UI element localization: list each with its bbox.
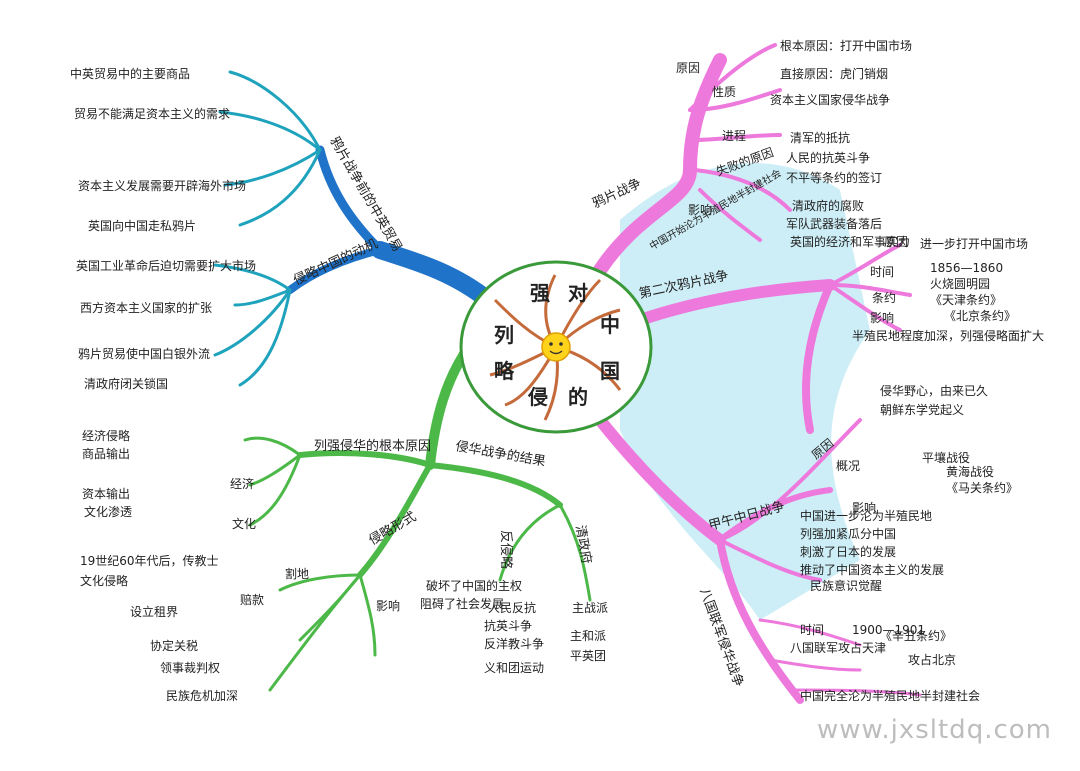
center-char-4: 国 <box>600 359 620 383</box>
green-labels: 列强侵华的根本原因 经济侵略 商品输出 资本输出 经济 文化渗透 文化 19世纪… <box>80 428 608 703</box>
opium-failure-item-2: 英国的经济和军事实力 <box>790 234 910 249</box>
forms-item-4: 领事裁判权 <box>160 661 220 675</box>
center-node: 列 强 对 中 国 的 侵 略 <box>459 260 653 434</box>
opium-failure-item-0: 清政府的腐败 <box>792 198 864 213</box>
opium-cause-direct: 直接原因：虎门销烟 <box>780 66 888 81</box>
opium-impact-label: 影响 <box>688 202 712 217</box>
sino-japanese-process-2: 《马关条约》 <box>946 480 1018 495</box>
center-char-1: 强 <box>530 281 550 305</box>
eight-nation-treaty: 《辛丑条约》 <box>880 628 952 643</box>
opium-nature-text: 资本主义国家侵华战争 <box>770 92 890 107</box>
eight-nation-time-text: 1900—1901 <box>852 623 925 637</box>
forms-item-0: 割地 <box>285 566 309 581</box>
second-opium-impact-text: 半殖民地程度加深，列强侵略面扩大 <box>852 328 1044 343</box>
reasons-cultural-label: 文化渗透 <box>84 504 132 519</box>
opium-process-item-1: 人民的抗英斗争 <box>786 150 870 165</box>
reasons-econ-item-1: 资本输出 <box>82 486 130 501</box>
response-gov-item-1: 主和派 <box>570 629 606 643</box>
motive-title: 侵略中国的动机 <box>291 236 380 289</box>
reasons-econ-item-0: 商品输出 <box>82 446 130 461</box>
sino-japanese-impact-1: 列强加紧瓜分中国 <box>800 526 896 541</box>
response-people-label: 人民反抗 <box>488 600 536 615</box>
opium-process-label: 进程 <box>722 128 746 143</box>
opium-process-item-2: 不平等条约的签订 <box>786 170 882 185</box>
second-opium-treaty-0: 《天津条约》 <box>930 292 1002 307</box>
opium-failure-item-1: 军队武器装备落后 <box>786 216 882 231</box>
motive-item-1: 西方资本主义国家的扩张 <box>80 300 212 315</box>
response-item-0: 平英团 <box>570 649 606 663</box>
eight-nation-event-1: 八国联军攻占天津 <box>790 640 886 655</box>
forms-item-2: 设立租界 <box>130 604 178 619</box>
second-opium-time-label: 时间 <box>870 265 894 279</box>
forms-sub-2-item-2: 民族危机加深 <box>166 689 238 703</box>
sino-japanese-impact-2: 刺激了日本的发展 <box>800 544 896 559</box>
forms-item-3: 协定关税 <box>150 638 198 653</box>
blue-labels: 鸦片战争前的中英贸易 中英贸易中的主要商品 贸易不能满足资本主义的需求 资本主义… <box>70 66 405 391</box>
center-char-2: 对 <box>568 281 588 305</box>
second-opium-cause-label: 原因 <box>884 235 908 249</box>
motive-item-0: 英国工业革命后迫切需要扩大市场 <box>76 258 256 273</box>
response-gov-item-0: 主战派 <box>572 601 608 615</box>
second-opium-event-0: 火烧圆明园 <box>930 277 990 291</box>
sino-japanese-impact-3: 推动了中国资本主义的发展 <box>800 562 944 577</box>
reasons-item-2: 文化 <box>232 516 256 531</box>
trade-item-0: 中英贸易中的主要商品 <box>70 66 190 81</box>
sino-japanese-process-1: 黄海战役 <box>946 464 994 479</box>
green-branch <box>243 340 592 692</box>
reasons-cultural-item-0: 19世纪60年代后，传教士 <box>80 553 219 568</box>
forms-sub-2-item-0: 破坏了中国的主权 <box>426 578 522 593</box>
response-gov-label: 清政府 <box>572 524 594 565</box>
center-char-6: 侵 <box>527 385 548 409</box>
reasons-cultural-item-1: 文化侵略 <box>80 573 128 588</box>
second-opium-treaty-1: 《北京条约》 <box>944 308 1016 323</box>
trade-item-2: 资本主义发展需要开辟海外市场 <box>78 178 246 193</box>
response-people-item-1: 反洋教斗争 <box>484 636 544 651</box>
opium-cause-root: 根本原因：打开中国市场 <box>780 38 912 53</box>
second-opium-treaty-label: 条约 <box>872 290 896 305</box>
sino-japanese-process-0: 平壤战役 <box>922 450 970 465</box>
opium-cause-label: 原因 <box>676 61 700 75</box>
second-opium-time-text: 1856—1860 <box>930 261 1003 275</box>
eight-nation-event-2: 攻占北京 <box>908 652 956 667</box>
forms-sub-2-item-1: 阻碍了社会发展 <box>420 596 504 611</box>
forms-sub-2-label: 影响 <box>376 598 400 613</box>
motive-item-2: 鸦片贸易使中国白银外流 <box>78 346 210 361</box>
opium-nature-label: 性质 <box>712 85 736 99</box>
center-char-3: 中 <box>600 313 620 337</box>
blue-branch <box>213 70 497 387</box>
forms-sub-1-label: 侵略形式 <box>366 509 419 549</box>
reasons-item-1: 经济 <box>230 476 254 491</box>
center-char-7: 略 <box>494 359 515 383</box>
second-opium-impact-label: 影响 <box>870 310 894 325</box>
forms-title: 侵华战争的结果 <box>454 438 546 470</box>
motive-item-3: 清政府闭关锁国 <box>84 376 168 391</box>
center-char-0: 列 <box>494 323 514 347</box>
response-people-item-0: 抗英斗争 <box>484 618 532 633</box>
pink-branch <box>593 43 922 704</box>
forms-item-1: 赔款 <box>240 592 264 607</box>
response-people-item-2: 义和团运动 <box>484 661 544 675</box>
sun-icon <box>541 332 571 362</box>
opium-war-title: 鸦片战争 <box>590 175 644 211</box>
trade-item-3: 英国向中国走私鸦片 <box>88 218 196 233</box>
response-title: 反侵略 <box>498 530 514 569</box>
sino-japanese-process-label: 概况 <box>836 459 860 473</box>
watermark: www.jxsltdq.com <box>816 715 1052 745</box>
reasons-title: 列强侵华的根本原因 <box>314 438 431 454</box>
sino-japanese-cause-2: 朝鲜东学党起义 <box>880 402 964 417</box>
sino-japanese-cause-1: 侵华野心，由来已久 <box>880 383 988 398</box>
reasons-econ-label: 经济侵略 <box>82 428 130 443</box>
eight-nation-time-label: 时间 <box>800 623 824 637</box>
second-opium-cause-text: 进一步打开中国市场 <box>920 236 1028 251</box>
sino-japanese-impact-4: 民族意识觉醒 <box>810 578 882 593</box>
opium-process-item-0: 清军的抵抗 <box>790 130 850 145</box>
eight-nation-impact: 中国完全沦为半殖民地半封建社会 <box>800 688 980 703</box>
sino-japanese-impact-label: 影响 <box>852 500 876 515</box>
sino-japanese-impact-0: 中国进一步沦为半殖民地 <box>800 508 932 523</box>
trade-item-1: 贸易不能满足资本主义的需求 <box>74 106 230 121</box>
center-char-5: 的 <box>568 385 588 409</box>
